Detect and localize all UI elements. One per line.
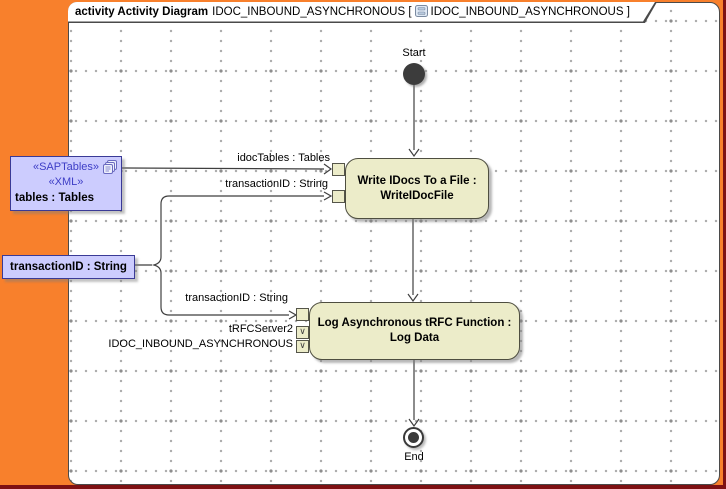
edge-label-transactionid-bottom[interactable]: transactionID : String: [185, 292, 288, 304]
activity-log-data-line2: Log Data: [389, 332, 440, 344]
edge-label-transactionid-top[interactable]: transactionID : String: [225, 178, 328, 190]
pin-label-trfcserver2[interactable]: tRFCServer2: [228, 323, 293, 335]
input-pin-idoctables[interactable]: [332, 163, 345, 176]
window-border-bottom: [0, 485, 726, 489]
activity-diagram-icon: [415, 5, 428, 20]
input-pin-transactionid-1[interactable]: [332, 190, 345, 203]
window-border-right: [723, 0, 726, 489]
object-node-transactionid[interactable]: transactionID : String: [2, 255, 135, 279]
frame-title-name: IDOC_INBOUND_ASYNCHRONOUS [: [212, 6, 412, 18]
object-stereotype-xml: «XML»: [48, 176, 84, 188]
activity-log-data[interactable]: Log Asynchronous tRFC Function : Log Dat…: [309, 302, 520, 360]
activity-write-idocs-line1: Write IDocs To a File :: [357, 174, 477, 187]
object-node-saptables[interactable]: «SAPTables» «XML» tables : Tables: [10, 156, 122, 211]
end-node-label: End: [404, 451, 424, 463]
input-pin-transactionid-2[interactable]: [296, 308, 309, 321]
edge-label-idoctables[interactable]: idocTables : Tables: [237, 152, 330, 164]
object-name-transactionid: transactionID : String: [10, 261, 127, 273]
activity-write-idocs-line2: WriteIDocFile: [380, 189, 454, 202]
edge-start-to-activity1[interactable]: [408, 85, 420, 158]
start-node[interactable]: [403, 63, 425, 85]
end-node-dot: [408, 432, 419, 443]
frame-title-keyword: activity Activity Diagram: [75, 6, 209, 18]
value-pin-idoc-inbound[interactable]: ∨: [296, 340, 309, 353]
pin-label-idoc-inbound[interactable]: IDOC_INBOUND_ASYNCHRONOUS: [108, 338, 293, 350]
object-stereotype-saptables: «SAPTables»: [32, 161, 100, 173]
edge-idoctables-to-pin[interactable]: [121, 163, 333, 175]
frame-title-ref: IDOC_INBOUND_ASYNCHRONOUS ]: [430, 6, 630, 18]
edge-activity2-to-end[interactable]: [408, 358, 420, 428]
value-pin-trfcserver2[interactable]: ∨: [296, 326, 309, 339]
value-pin-v-icon: ∨: [299, 341, 306, 351]
activity-log-data-line1: Log Asynchronous tRFC Function :: [317, 317, 512, 329]
activity-write-idocs[interactable]: Write IDocs To a File : WriteIDocFile: [345, 158, 489, 219]
object-name-tables: tables : Tables: [15, 192, 95, 204]
start-node-label: Start: [402, 47, 426, 59]
edge-activity1-to-activity2[interactable]: [407, 217, 419, 303]
value-pin-v-icon: ∨: [299, 327, 306, 337]
stacked-pages-icon: [102, 160, 118, 180]
end-node[interactable]: [403, 427, 424, 448]
